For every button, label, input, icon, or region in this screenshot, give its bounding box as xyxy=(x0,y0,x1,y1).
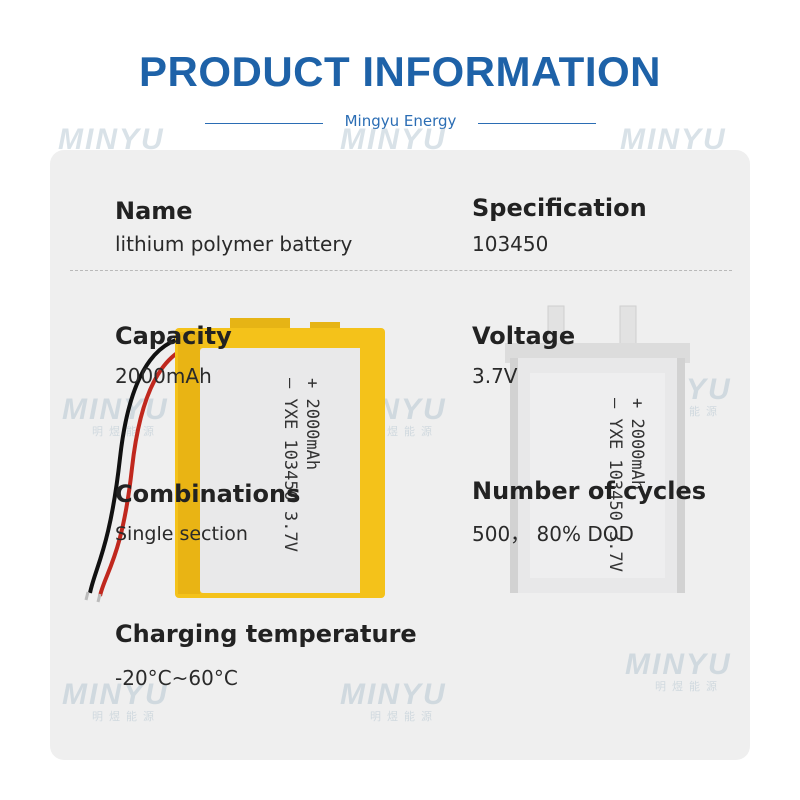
voltage-value: 3.7V xyxy=(472,364,518,388)
battery-label-line: + 2000mAh xyxy=(627,398,647,490)
specification-value: 103450 xyxy=(472,232,549,256)
charging-temperature-value: -20°C~60°C xyxy=(115,666,238,690)
yellow-battery-image: – YXE 103450 3.7V + 2000mAh xyxy=(84,318,385,603)
charging-temperature-title: Charging temperature xyxy=(115,620,417,648)
battery-label-line: – YXE 103450 3.7V xyxy=(605,398,625,572)
capacity-value: 2000mAh xyxy=(115,364,212,388)
section-divider xyxy=(70,270,732,271)
voltage-title: Voltage xyxy=(472,322,576,350)
name-title: Name xyxy=(115,197,193,225)
subtitle-divider-left xyxy=(205,123,323,124)
subtitle-row: Mingyu Energy xyxy=(0,112,800,134)
subtitle-divider-right xyxy=(478,123,596,124)
cycles-value: 500， 80% DOD xyxy=(472,522,634,546)
page-title: PRODUCT INFORMATION xyxy=(138,48,661,95)
battery-label-line: + 2000mAh xyxy=(302,378,322,470)
capacity-title: Capacity xyxy=(115,322,232,350)
combinations-title: Combinations xyxy=(115,480,301,508)
cycles-title: Number of cycles xyxy=(472,477,706,505)
specification-title: Specification xyxy=(472,194,647,222)
battery-label-line: – YXE 103450 3.7V xyxy=(280,378,300,552)
silver-battery-image: – YXE 103450 3.7V + 2000mAh xyxy=(505,305,690,593)
name-value: lithium polymer battery xyxy=(115,232,353,256)
brand-subtitle: Mingyu Energy xyxy=(344,112,457,130)
combinations-value: Single section xyxy=(115,523,248,545)
